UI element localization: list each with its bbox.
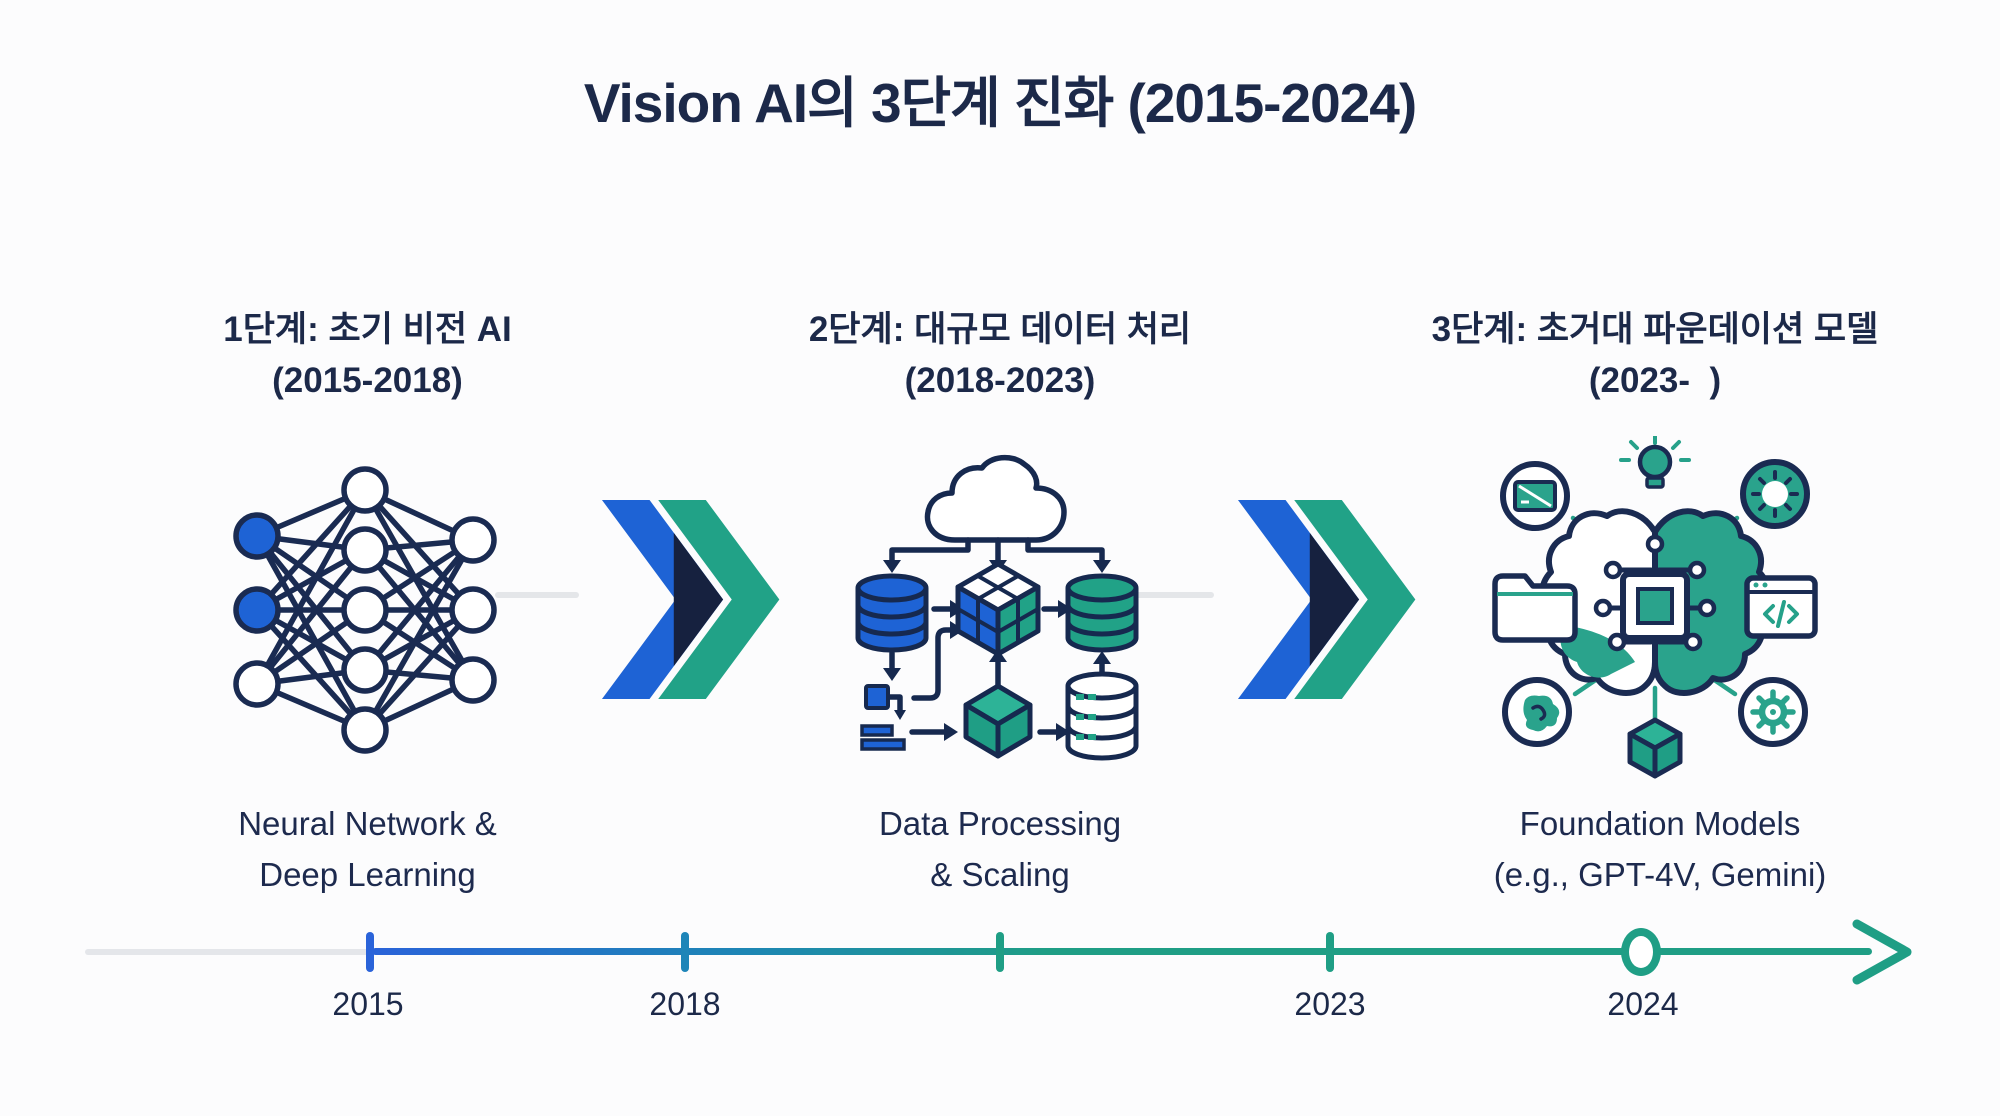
gear-badge-icon [1738, 677, 1808, 747]
stage2-caption-line1: Data Processing [878, 805, 1122, 842]
timeline-tick-2023 [1326, 932, 1334, 972]
stage1-caption-line2: Deep Learning [259, 856, 476, 894]
teal-cube-icon [963, 683, 1033, 759]
image-badge-icon [1500, 461, 1570, 531]
teal-database-icon [1065, 573, 1139, 653]
stage2-heading: 2단계: 대규모 데이터 처리 (2018-2023) [740, 305, 1260, 407]
page-title: Vision AI의 3단계 진화 (2015-2024) [583, 72, 1417, 134]
stage2-period: (2018-2023) [904, 360, 1096, 400]
stage3-caption: Foundation Models (e.g., GPT-4V, Gemini) [1355, 798, 1965, 900]
data-pipeline-icon [855, 454, 1139, 761]
double-chevron-arrow-icon [576, 499, 780, 700]
stage3-caption-line1: Foundation Models [1519, 805, 1801, 842]
stage1-period: (2015-2018) [272, 360, 463, 400]
timeline-year-label: 2018 [649, 986, 721, 1022]
timeline-year-label: 2015 [332, 986, 404, 1022]
stage2-caption: Data Processing & Scaling [750, 798, 1250, 900]
stage2-step-label: 2단계: 대규모 데이터 처리 [808, 310, 1192, 349]
stage3-heading: 3단계: 초거대 파운데이션 모델 (2023- ) [1340, 305, 1970, 407]
timeline-arrowhead-icon [1852, 919, 1912, 985]
foundation-model-brain-icon [1492, 436, 1818, 779]
donut-badge-icon [1740, 459, 1810, 529]
timeline-year-label: 2023 [1294, 986, 1366, 1022]
brain-left-lobe [1560, 626, 1635, 678]
timeline-2024-circle-marker [1621, 928, 1661, 976]
connector-line [495, 592, 579, 598]
neural-network-icon [233, 466, 497, 754]
stage1-caption: Neural Network & Deep Learning [115, 798, 620, 900]
code-window-icon [1744, 575, 1818, 639]
puzzle-badge-icon [1502, 677, 1572, 747]
lightbulb-icon [1619, 436, 1691, 489]
stage2-caption-line2: & Scaling [930, 856, 1070, 894]
timeline-year-label: 2024 [1607, 986, 1679, 1022]
blue-database-icon [855, 573, 929, 653]
timeline-tick-2018 [681, 932, 689, 972]
timeline-tick-unlabeled [996, 932, 1004, 972]
stage1-caption-line1: Neural Network & [238, 805, 497, 842]
double-chevron-arrow-icon [1212, 499, 1416, 700]
cube-icon [1627, 717, 1683, 779]
stage1-step-label: 1단계: 초기 비전 AI [223, 310, 512, 349]
white-database-icon [1065, 671, 1139, 761]
timeline-tick-2015 [366, 932, 374, 972]
stage3-caption-line2: (e.g., GPT-4V, Gemini) [1493, 856, 1827, 894]
timeline-leadin-line [85, 949, 372, 955]
stage3-period: (2023- ) [1588, 360, 1722, 400]
connector-line [1122, 592, 1214, 598]
cloud-icon [924, 454, 1067, 543]
flowchart-icon [860, 684, 906, 751]
folder-icon [1492, 573, 1578, 643]
stage1-heading: 1단계: 초기 비전 AI (2015-2018) [115, 305, 620, 407]
data-cube-icon [955, 561, 1041, 657]
stage3-step-label: 3단계: 초거대 파운데이션 모델 [1431, 310, 1879, 349]
timeline-line [372, 948, 1872, 955]
